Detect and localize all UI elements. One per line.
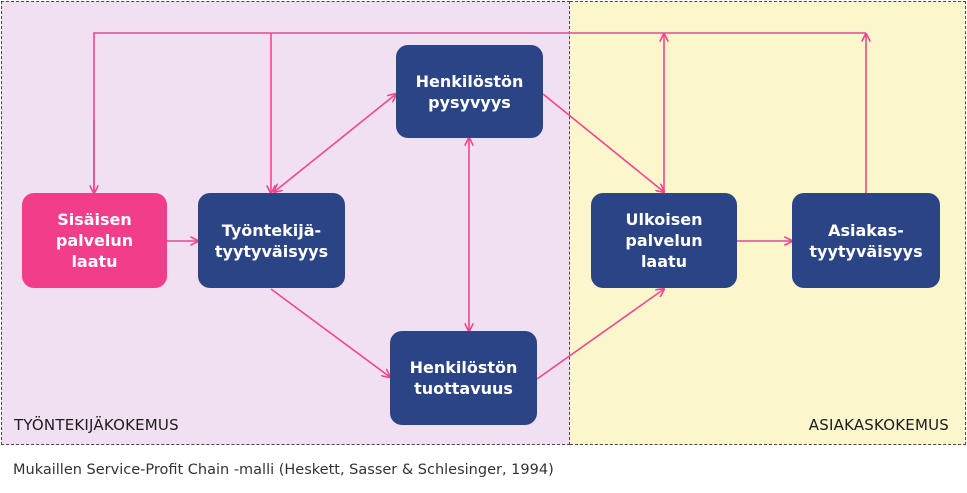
arrow-employee-to-productivity: [270, 288, 390, 377]
customer-experience-label: ASIAKASKOKEMUS: [808, 416, 949, 434]
node-employee-retention: Henkilöstön pysyvyys: [396, 45, 543, 138]
node-external-service-quality: Ulkoisen palvelun laatu: [591, 193, 737, 288]
arrow-productivity-to-external: [536, 289, 664, 380]
node-employee-satisfaction: Työntekijä- tyytyväisyys: [198, 193, 345, 288]
node-employee-productivity: Henkilöstön tuottavuus: [390, 331, 537, 425]
node-customer-satisfaction: Asiakas- tyytyväisyys: [792, 193, 940, 288]
arrow-retention-to-external: [542, 93, 664, 192]
source-caption: Mukaillen Service-Profit Chain -malli (H…: [13, 462, 554, 478]
employee-experience-label: TYÖNTEKIJÄKOKEMUS: [14, 416, 179, 434]
node-internal-service-quality: Sisäisen palvelun laatu: [22, 193, 167, 288]
arrow-employee-retention: [274, 94, 396, 192]
